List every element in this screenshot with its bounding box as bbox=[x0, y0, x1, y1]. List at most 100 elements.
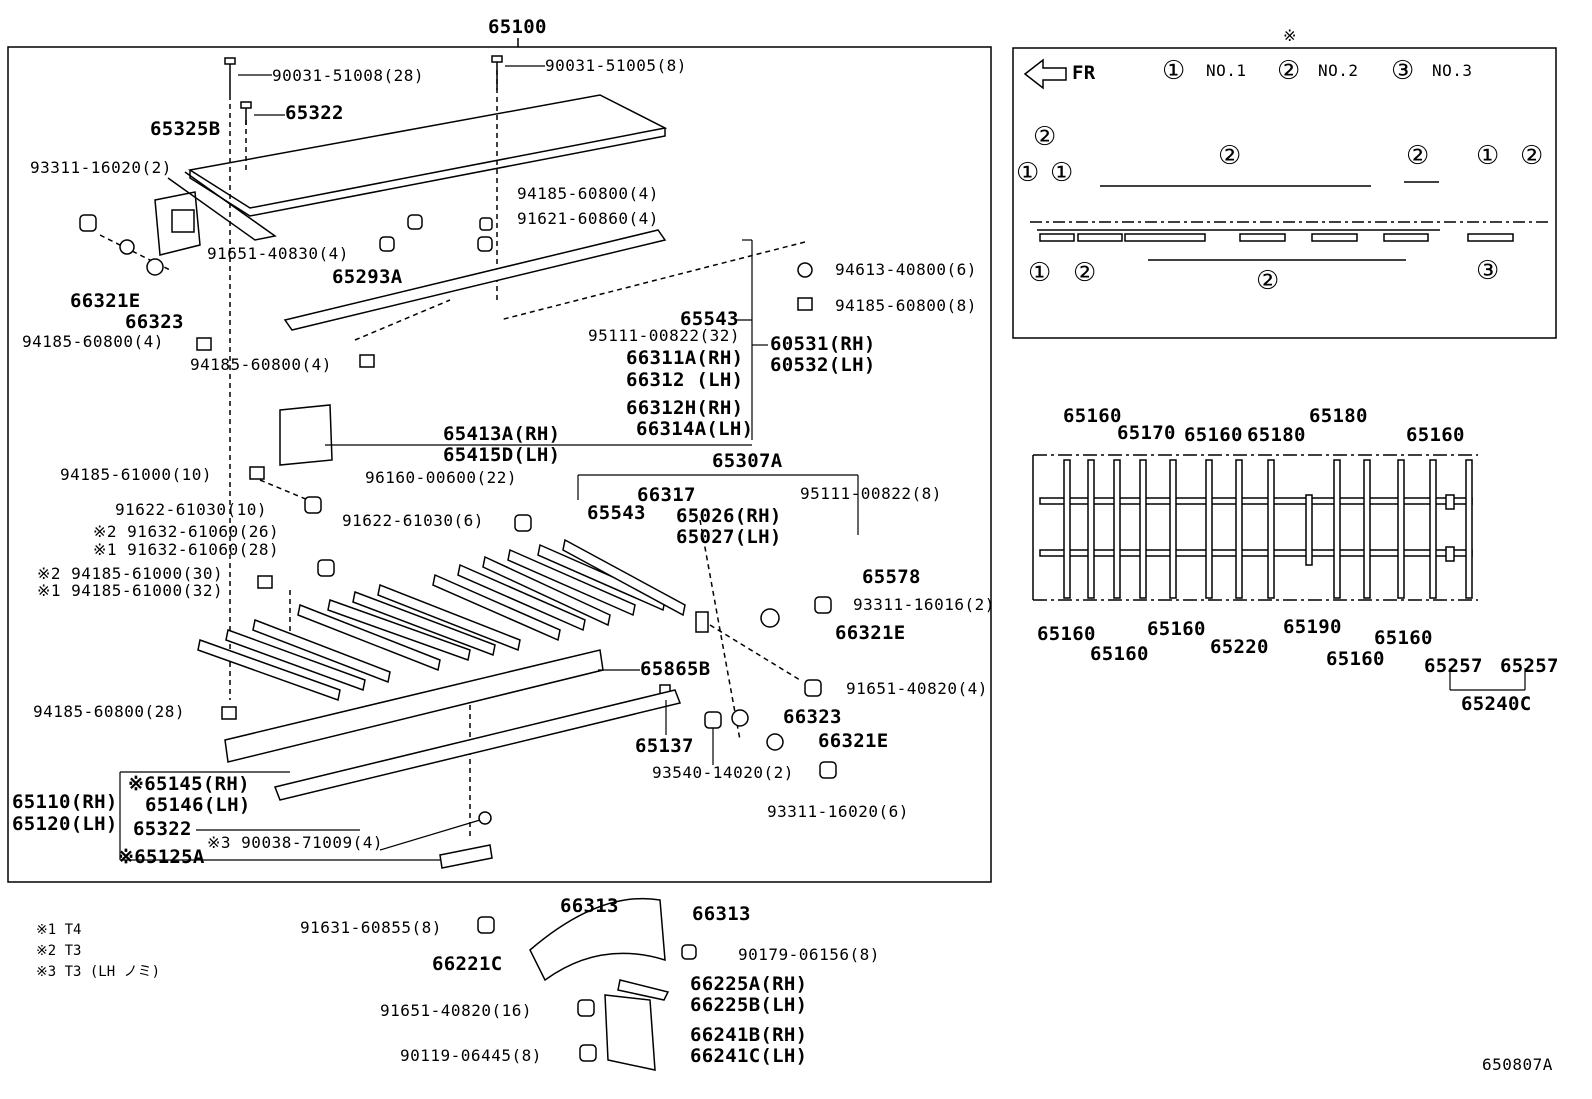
position-callout: ① bbox=[1476, 141, 1500, 171]
part-number-label: 93540-14020(2) bbox=[652, 763, 794, 782]
part-number-label: 93311-16020(6) bbox=[767, 802, 909, 821]
crossmember-part-label: 65160 bbox=[1184, 424, 1243, 446]
part-number-label: 66314A(LH) bbox=[636, 418, 754, 440]
part-number-label: 65026(RH) bbox=[676, 505, 782, 527]
part-number-label: 66312H(RH) bbox=[626, 397, 744, 419]
crossmember-drawings bbox=[197, 538, 686, 701]
part-number-label: 66321E bbox=[835, 622, 906, 644]
fender-drawing bbox=[529, 897, 670, 1071]
part-number-label: 66313 bbox=[692, 903, 751, 925]
legend-symbol: ① bbox=[1162, 56, 1186, 86]
crossmember-layout-drawing bbox=[1032, 454, 1478, 601]
part-number-label: 93311-16016(2) bbox=[853, 595, 995, 614]
part-number-label: 65415D(LH) bbox=[443, 444, 561, 466]
crossmember-part-label: 65257 bbox=[1500, 655, 1559, 677]
crossmember-part-label: 65240C bbox=[1461, 693, 1532, 715]
part-number-label: 66311A(RH) bbox=[626, 347, 744, 369]
part-number-label: 94613-40800(6) bbox=[835, 260, 977, 279]
floor-panel-drawing bbox=[154, 94, 668, 256]
part-number-label: 91621-60860(4) bbox=[517, 209, 659, 228]
part-number-label: 66317 bbox=[637, 484, 696, 506]
part-number-label: 95111-00822(32) bbox=[588, 326, 740, 345]
position-callout: ② bbox=[1218, 141, 1242, 171]
position-callout: ② bbox=[1406, 141, 1430, 171]
figure-id: 650807A bbox=[1482, 1055, 1553, 1074]
crossmember-part-label: 65180 bbox=[1247, 424, 1306, 446]
crossmember-part-label: 65160 bbox=[1374, 627, 1433, 649]
crossmember-part-label: 65220 bbox=[1210, 636, 1269, 658]
part-number-label: 91651-40820(4) bbox=[846, 679, 988, 698]
part-number-label: ※65125A bbox=[118, 846, 205, 868]
part-number-label: 66241B(RH) bbox=[690, 1024, 808, 1046]
position-callout: ③ bbox=[1476, 256, 1500, 286]
part-number-label: 65307A bbox=[712, 450, 783, 472]
part-number-label: 66241C(LH) bbox=[690, 1045, 808, 1067]
inset-reference-mark: ※ bbox=[1283, 26, 1297, 45]
part-number-label: 91651-40830(4) bbox=[207, 244, 349, 263]
crossmember-part-label: 65180 bbox=[1309, 405, 1368, 427]
installation-layout-inset bbox=[1012, 47, 1557, 339]
legend-text: NO.3 bbox=[1432, 61, 1473, 80]
part-number-label: 96160-00600(22) bbox=[365, 468, 517, 487]
legend-symbol: ③ bbox=[1391, 56, 1415, 86]
crossmember-part-label: 65257 bbox=[1424, 655, 1483, 677]
position-callout: ② bbox=[1256, 266, 1280, 296]
part-number-label: 65413A(RH) bbox=[443, 423, 561, 445]
crossmember-part-label: 65160 bbox=[1090, 643, 1149, 665]
main-assembly-frame bbox=[7, 46, 992, 883]
footnote: ※1 T4 bbox=[36, 922, 82, 938]
part-number-label: 66225A(RH) bbox=[690, 973, 808, 995]
part-number-label: 93311-16020(2) bbox=[30, 158, 172, 177]
part-number-label: ※65145(RH) bbox=[128, 773, 250, 795]
crossmember-part-label: 65190 bbox=[1283, 616, 1342, 638]
part-number-label: 65027(LH) bbox=[676, 526, 782, 548]
part-number-label: ※2 94185-61000(30) bbox=[37, 564, 224, 583]
part-number-label: 91631-60855(8) bbox=[300, 918, 442, 937]
front-direction-label: FR bbox=[1072, 62, 1096, 84]
part-number-label: 65120(LH) bbox=[12, 813, 118, 835]
front-arrow-icon bbox=[1023, 58, 1067, 90]
part-number-label: 66313 bbox=[560, 895, 619, 917]
part-number-label: 65110(RH) bbox=[12, 791, 118, 813]
footnote: ※2 T3 bbox=[36, 943, 82, 959]
part-number-label: 65322 bbox=[285, 102, 344, 124]
crossmember-part-label: 65160 bbox=[1147, 618, 1206, 640]
part-number-label: 90179-06156(8) bbox=[738, 945, 880, 964]
part-number-label: ※1 94185-61000(32) bbox=[37, 581, 224, 600]
part-number-label: 66323 bbox=[783, 706, 842, 728]
position-callout: ① bbox=[1028, 258, 1052, 288]
part-number-label: 94185-60800(4) bbox=[22, 332, 164, 351]
part-number-label: 90031-51005(8) bbox=[545, 56, 687, 75]
part-number-label: 66312 (LH) bbox=[626, 369, 744, 391]
legend-text: NO.2 bbox=[1318, 61, 1359, 80]
part-number-label: ※3 90038-71009(4) bbox=[207, 833, 384, 852]
position-callout: ② bbox=[1073, 258, 1097, 288]
part-number-label: 65322 bbox=[133, 818, 192, 840]
part-number-label: 65543 bbox=[587, 502, 646, 524]
bolt-icons bbox=[79, 55, 837, 1062]
part-number-label: 66221C bbox=[432, 953, 503, 975]
part-number-label: 65543 bbox=[680, 308, 739, 330]
part-number-label: 91622-61030(6) bbox=[342, 511, 484, 530]
part-number-label: 60531(RH) bbox=[770, 333, 876, 355]
part-number-label: 65578 bbox=[862, 566, 921, 588]
part-number-label: 94185-60800(8) bbox=[835, 296, 977, 315]
part-number-label: 66321E bbox=[70, 290, 141, 312]
part-number-label: 90119-06445(8) bbox=[400, 1046, 542, 1065]
crossmember-part-label: 65170 bbox=[1117, 422, 1176, 444]
position-callout: ① bbox=[1050, 158, 1074, 188]
legend-symbol: ② bbox=[1277, 56, 1301, 86]
crossmember-part-label: 65160 bbox=[1037, 623, 1096, 645]
legend-text: NO.1 bbox=[1206, 61, 1247, 80]
position-callout: ① bbox=[1016, 158, 1040, 188]
part-number-label: 95111-00822(8) bbox=[800, 484, 942, 503]
part-number-label: 66321E bbox=[818, 730, 889, 752]
crossmember-part-label: 65160 bbox=[1406, 424, 1465, 446]
crossmember-part-label: 65160 bbox=[1326, 648, 1385, 670]
part-number-label: 60532(LH) bbox=[770, 354, 876, 376]
inset-layout-drawing bbox=[1030, 181, 1550, 261]
part-number-label: 66323 bbox=[125, 311, 184, 333]
crossmember-part-label: 65160 bbox=[1063, 405, 1122, 427]
part-number-label: 90031-51008(28) bbox=[272, 66, 424, 85]
